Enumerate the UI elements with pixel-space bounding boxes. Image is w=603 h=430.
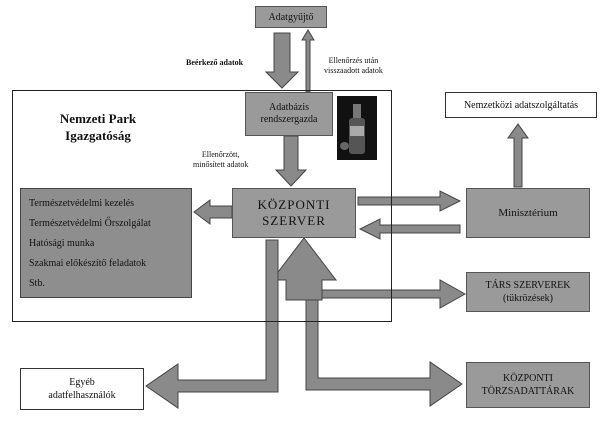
label-checked-line1: Ellenőrzött, xyxy=(201,150,240,159)
arrow-ministry-to-server xyxy=(358,218,461,240)
node-international-label: Nemzetközi adatszolgáltatás xyxy=(463,99,579,111)
arrow-server-to-other xyxy=(145,239,279,409)
node-ministry-label: Minisztérium xyxy=(498,207,558,219)
node-master-data: KÖZPONTI TÖRZSADATTÁRAK xyxy=(466,362,590,408)
node-central-server-line2: SZERVER xyxy=(262,213,326,228)
node-partner-line1: TÁRS SZERVEREK xyxy=(485,280,571,291)
arrow-checked-data xyxy=(274,135,308,187)
arrow-ministry-to-international xyxy=(507,123,529,188)
node-central-server: KÖZPONTI SZERVER xyxy=(232,188,356,238)
label-incoming: Beérkező adatok xyxy=(186,58,244,67)
node-dba-line1: Adatbázis xyxy=(269,102,309,113)
node-master-line1: KÖZPONTI xyxy=(503,373,553,384)
national-park-title-line1: Nemzeti Park xyxy=(59,111,137,126)
node-partner-servers: TÁRS SZERVEREK (tükrözések) xyxy=(466,272,590,312)
national-park-title: Nemzeti Park Igazgatóság xyxy=(38,110,158,144)
arrow-server-to-master xyxy=(305,299,463,407)
task-item: Szakmai előkészítő feladatok xyxy=(29,257,147,269)
node-tasks: Természetvédelmi kezelés Természetvédelm… xyxy=(20,188,192,298)
task-item: Természetvédelmi Őrszolgálat xyxy=(29,217,151,229)
node-international: Nemzetközi adatszolgáltatás xyxy=(445,92,597,118)
arrow-up-to-server xyxy=(270,237,338,301)
label-returned-line1: Ellenőrzés után xyxy=(328,56,379,65)
bottle-label xyxy=(350,126,364,136)
task-item: Természetvédelmi kezelés xyxy=(29,197,135,209)
label-returned: Ellenőrzés után visszaadott adatok xyxy=(324,56,383,76)
node-collector-label: Adatgyűjtő xyxy=(268,11,314,23)
node-other-line2: adatfelhasználók xyxy=(48,390,116,401)
arrow-server-to-tasks xyxy=(193,199,233,225)
bottle-body xyxy=(349,118,365,154)
arrow-server-to-ministry xyxy=(357,190,462,212)
national-park-title-line2: Igazgatóság xyxy=(65,128,131,143)
node-collector: Adatgyűjtő xyxy=(255,6,327,28)
cup-shape xyxy=(340,142,349,150)
node-other-line1: Egyéb xyxy=(69,377,95,388)
task-item: Stb. xyxy=(29,277,45,289)
arrow-returned-data xyxy=(301,29,315,93)
label-checked-line2: minősített adatok xyxy=(193,160,249,169)
national-park-frame xyxy=(12,90,392,322)
node-dba-line2: rendszergazda xyxy=(260,114,318,125)
task-item: Hatósági munka xyxy=(29,237,95,249)
bottle-shape xyxy=(353,104,361,118)
node-master-line2: TÖRZSADATTÁRAK xyxy=(481,386,575,397)
node-other-users: Egyéb adatfelhasználók xyxy=(20,368,144,410)
label-checked: Ellenőrzött, minősített adatok xyxy=(193,150,248,170)
node-dba: Adatbázis rendszergazda xyxy=(245,92,333,136)
node-ministry: Minisztérium xyxy=(466,188,590,238)
node-partner-line2: (tükrözések) xyxy=(503,293,553,304)
bottle-photo xyxy=(337,96,377,160)
arrow-incoming-data xyxy=(264,32,300,89)
label-returned-line2: visszaadott adatok xyxy=(324,66,383,75)
node-central-server-line1: KÖZPONTI xyxy=(257,197,331,212)
